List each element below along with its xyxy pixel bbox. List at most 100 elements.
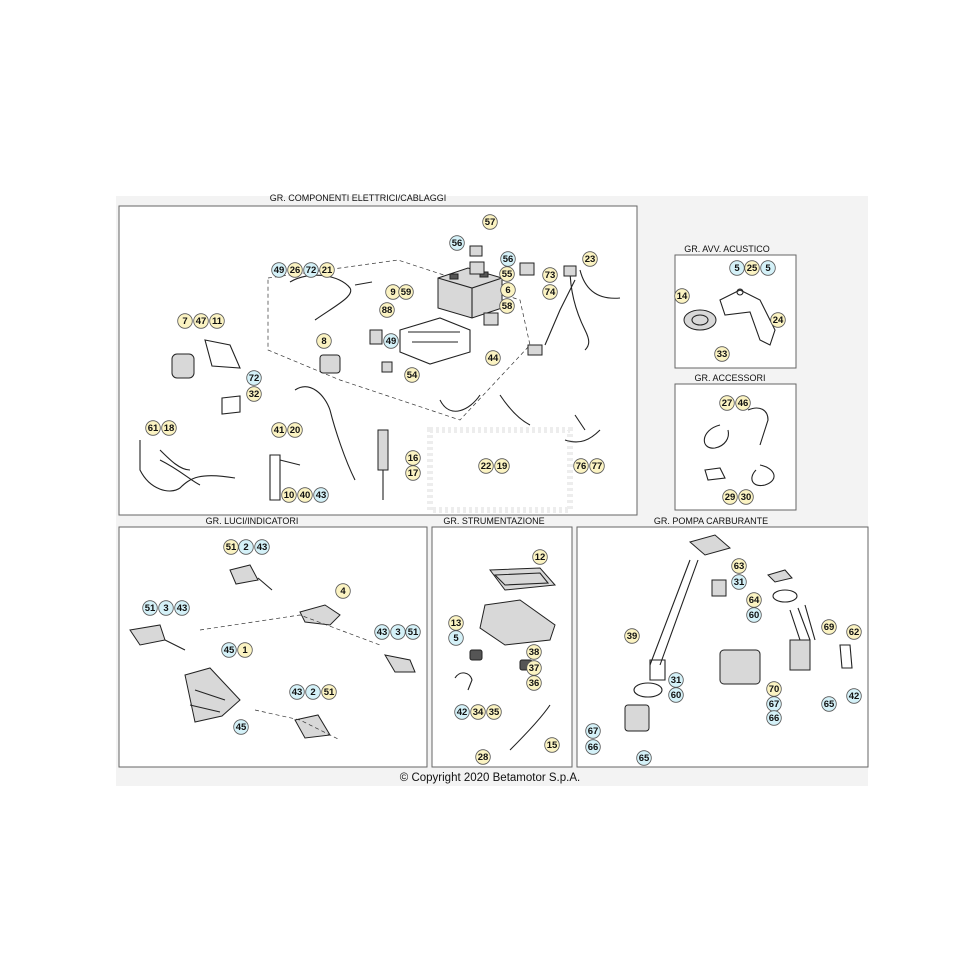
- callout-circle: [254, 539, 270, 555]
- callout-circle: [526, 675, 542, 691]
- callout-label: 26: [290, 265, 301, 276]
- callout-label: 19: [497, 461, 508, 472]
- callout-circle: [448, 615, 464, 631]
- callout-label: 40: [300, 490, 311, 501]
- callout-label: 59: [401, 287, 412, 298]
- callout-componenti-7: 7: [177, 313, 193, 329]
- callout-circle: [454, 704, 470, 720]
- callout-circle: [475, 749, 491, 765]
- callout-label: 42: [849, 691, 860, 702]
- callout-label: 17: [408, 468, 419, 479]
- callout-circle: [766, 681, 782, 697]
- callout-accessori-30: 30: [738, 489, 754, 505]
- callout-label: 77: [592, 461, 603, 472]
- callout-pompa-65: 65: [821, 696, 837, 712]
- callout-label: 42: [457, 707, 468, 718]
- callout-luci-3: 3: [390, 624, 406, 640]
- callout-label: 27: [722, 398, 733, 409]
- callout-circle: [744, 260, 760, 276]
- callout-label: 47: [196, 316, 207, 327]
- callout-label: 2: [310, 687, 315, 698]
- callout-circle: [238, 539, 254, 555]
- callout-circle: [174, 600, 190, 616]
- strumentazione-drawings: [454, 567, 557, 751]
- callout-label: 66: [769, 713, 780, 724]
- callout-componenti-74: 74: [542, 284, 558, 300]
- callout-label: 43: [316, 490, 327, 501]
- callout-pompa-67: 67: [585, 723, 601, 739]
- callout-label: 56: [452, 238, 463, 249]
- callout-circle: [161, 420, 177, 436]
- callout-pompa-70: 70: [766, 681, 782, 697]
- callout-circle: [297, 487, 313, 503]
- callout-strumentazione-12: 12: [532, 549, 548, 565]
- callout-label: 65: [639, 753, 650, 764]
- callout-circle: [582, 251, 598, 267]
- title-luci: GR. LUCI/INDICATORI: [206, 516, 299, 526]
- callout-componenti-61: 61: [145, 420, 161, 436]
- title-strumentazione: GR. STRUMENTAZIONE: [443, 516, 544, 526]
- callout-label: 10: [284, 490, 295, 501]
- callout-label: 23: [585, 254, 596, 265]
- callout-luci-43: 43: [174, 600, 190, 616]
- callout-circle: [287, 262, 303, 278]
- callout-label: 44: [488, 353, 499, 364]
- watermark-logo: [427, 427, 573, 513]
- callout-circle: [668, 687, 684, 703]
- title-accessori: GR. ACCESSORI: [694, 373, 765, 383]
- callout-circle: [760, 260, 776, 276]
- callout-circle: [470, 704, 486, 720]
- callout-componenti-8: 8: [316, 333, 332, 349]
- callout-pompa-69: 69: [821, 619, 837, 635]
- callout-circle: [158, 600, 174, 616]
- callout-strumentazione-38: 38: [526, 644, 542, 660]
- callout-label: 31: [734, 577, 745, 588]
- copyright-text: © Copyright 2020 Betamotor S.p.A.: [399, 772, 581, 784]
- callout-label: 15: [547, 740, 558, 751]
- callout-circle: [499, 298, 515, 314]
- callout-circle: [738, 489, 754, 505]
- callout-componenti-58: 58: [499, 298, 515, 314]
- callout-label: 61: [148, 423, 159, 434]
- callout-circle: [281, 487, 297, 503]
- callout-circle: [482, 214, 498, 230]
- callout-circle: [404, 367, 420, 383]
- callout-componenti-77: 77: [589, 458, 605, 474]
- callout-luci-45: 45: [233, 719, 249, 735]
- callout-componenti-56: 56: [449, 235, 465, 251]
- callout-componenti-21: 21: [319, 262, 335, 278]
- callout-circle: [405, 465, 421, 481]
- callout-pompa-66: 66: [585, 739, 601, 755]
- callout-label: 1: [242, 645, 248, 656]
- callout-luci-4: 4: [335, 583, 351, 599]
- callout-circle: [209, 313, 225, 329]
- callout-componenti-23: 23: [582, 251, 598, 267]
- pompa-drawings: [624, 534, 853, 732]
- callout-circle: [668, 672, 684, 688]
- callout-componenti-54: 54: [404, 367, 420, 383]
- callout-label: 76: [576, 461, 587, 472]
- callout-pompa-60: 60: [746, 607, 762, 623]
- callout-luci-51: 51: [142, 600, 158, 616]
- callout-label: 73: [545, 270, 556, 281]
- callout-circle: [405, 624, 421, 640]
- callout-label: 30: [741, 492, 752, 503]
- callout-circle: [305, 684, 321, 700]
- callout-label: 25: [747, 263, 758, 274]
- callout-label: 12: [535, 552, 546, 563]
- callout-componenti-6: 6: [500, 282, 516, 298]
- callout-label: 5: [734, 263, 740, 274]
- callout-luci-51: 51: [223, 539, 239, 555]
- accessori-drawings: [703, 407, 775, 487]
- callout-label: 21: [322, 265, 333, 276]
- callout-label: 63: [734, 561, 745, 572]
- callout-circle: [449, 235, 465, 251]
- callout-circle: [722, 489, 738, 505]
- callout-circle: [770, 312, 786, 328]
- callout-circle: [374, 624, 390, 640]
- callout-componenti-76: 76: [573, 458, 589, 474]
- callout-accessori-27: 27: [719, 395, 735, 411]
- callout-componenti-9: 9: [385, 284, 401, 300]
- callout-label: 5: [765, 263, 771, 274]
- callout-circle: [494, 458, 510, 474]
